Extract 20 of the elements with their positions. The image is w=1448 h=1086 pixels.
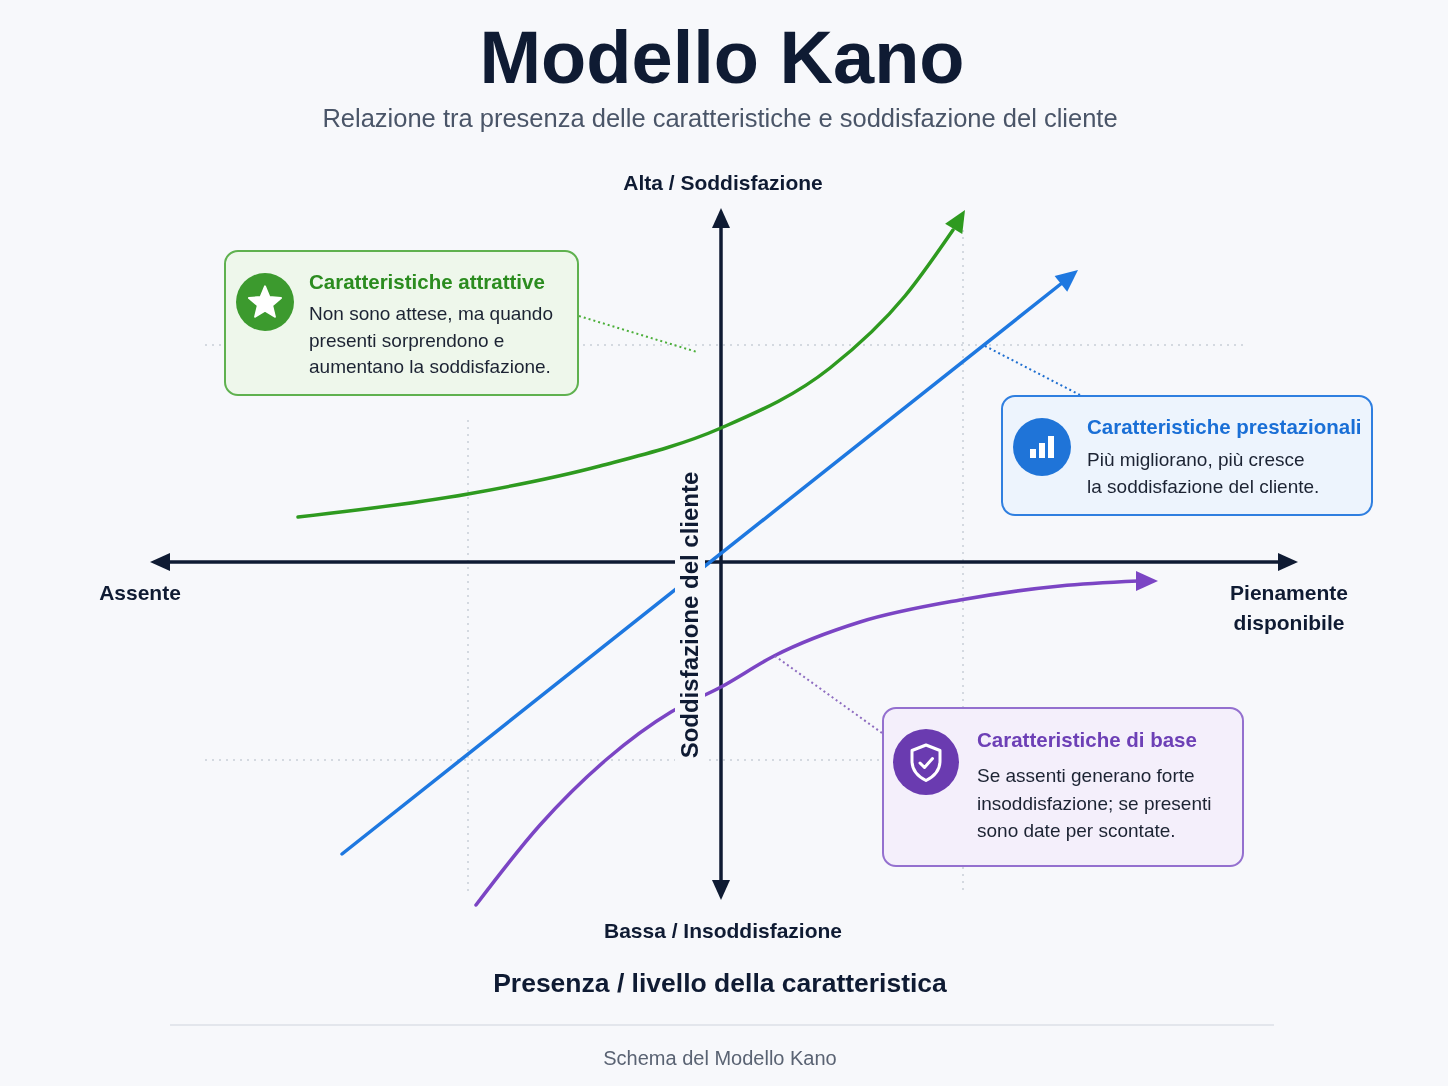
callout-box	[1001, 395, 1373, 516]
callout-box	[224, 250, 579, 396]
leader-line	[984, 345, 1081, 396]
leader-line	[578, 315, 698, 353]
axis-label: Alta / Soddisfazione	[623, 170, 823, 196]
subtitle: Relazione tra presenza delle caratteristiche e soddisfazione del cliente	[322, 102, 1118, 134]
axis-label: Bassa / Insoddisfazione	[603, 918, 843, 944]
leader-line	[774, 655, 883, 734]
callout-text: Non sono attese, ma quando presenti sorprendono e aumentano la soddisfazione.	[309, 302, 554, 379]
title: Modello Kano	[479, 17, 965, 99]
axis-title: Presenza / livello della caratteristica	[493, 968, 947, 1000]
callout-heading: Caratteristiche prestazionali	[1087, 415, 1362, 440]
callout-heading: Caratteristiche attrattive	[309, 270, 545, 295]
axis-label: Assente	[99, 580, 181, 606]
caption: Schema del Modello Kano	[603, 1046, 837, 1070]
callout-text: Più migliorano, più cresce la soddisfazione del cliente.	[1087, 447, 1321, 499]
callout-box	[882, 707, 1244, 867]
callout-text: Se assenti generano forte insoddisfazione; se presenti sono date per scontate.	[977, 764, 1213, 843]
callout-heading: Caratteristiche di base	[977, 728, 1197, 753]
axis-label: Pienamente disponibile	[1229, 580, 1349, 636]
